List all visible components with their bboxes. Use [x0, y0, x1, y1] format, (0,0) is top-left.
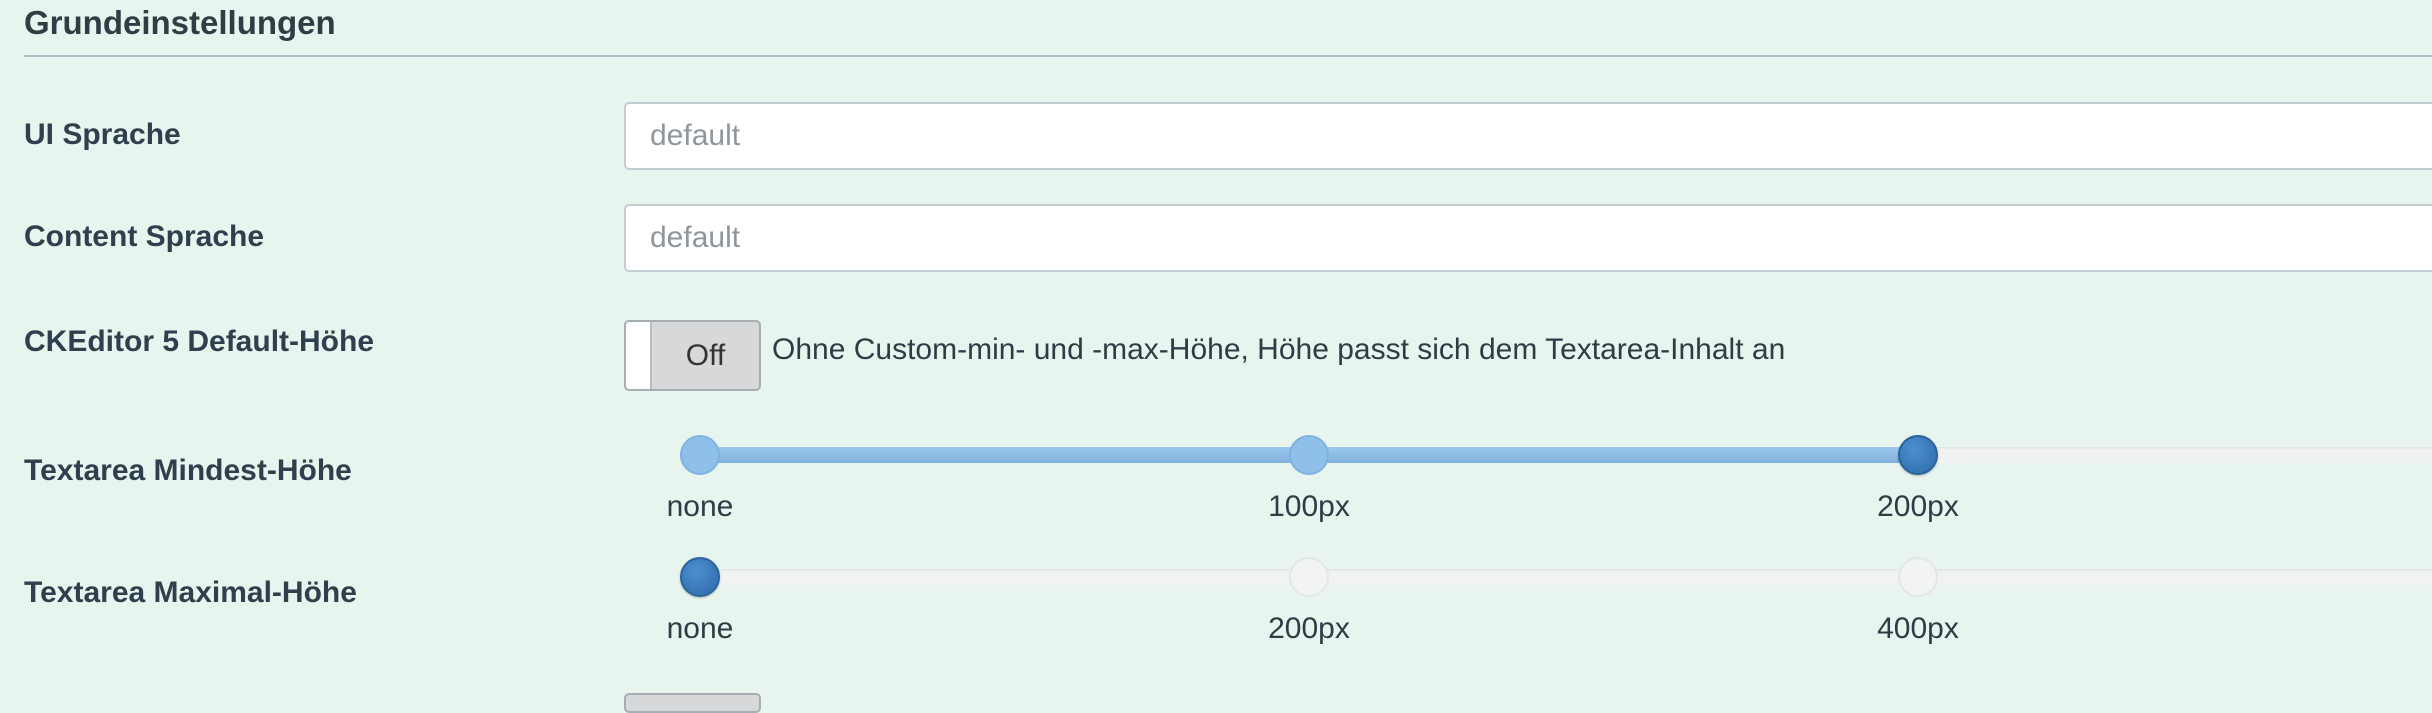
- max-height-slider-thumb[interactable]: [680, 557, 720, 597]
- min-height-tick-label: 100px: [1268, 490, 1350, 523]
- toggle-knob: [626, 322, 652, 389]
- min-height-step-none[interactable]: [680, 435, 720, 475]
- ui-language-input[interactable]: [624, 102, 2432, 170]
- min-height-label: Textarea Mindest-Höhe: [24, 454, 352, 487]
- max-height-step-400px[interactable]: [1898, 557, 1938, 597]
- default-height-toggle[interactable]: Off: [624, 320, 761, 391]
- ui-language-label: UI Sprache: [24, 118, 181, 151]
- max-height-step-200px[interactable]: [1289, 557, 1329, 597]
- content-language-label: Content Sprache: [24, 220, 265, 253]
- next-setting-toggle[interactable]: [624, 693, 761, 713]
- content-language-input[interactable]: [624, 204, 2432, 272]
- section-title: Grundeinstellungen: [24, 4, 336, 41]
- max-height-slider-track[interactable]: [680, 569, 2432, 585]
- default-height-description: Ohne Custom-min- und -max-Höhe, Höhe pas…: [772, 333, 1786, 366]
- min-height-slider-thumb[interactable]: [1898, 435, 1938, 475]
- toggle-state-label: Off: [685, 339, 726, 372]
- max-height-label: Textarea Maximal-Höhe: [24, 576, 357, 609]
- max-height-tick-label: 400px: [1877, 612, 1959, 645]
- max-height-tick-label: 200px: [1268, 612, 1350, 645]
- section-divider: [24, 55, 2432, 57]
- default-height-label: CKEditor 5 Default-Höhe: [24, 325, 375, 358]
- max-height-tick-label: none: [666, 612, 734, 645]
- min-height-step-100px[interactable]: [1289, 435, 1329, 475]
- min-height-tick-label: 200px: [1877, 490, 1959, 523]
- min-height-slider-track[interactable]: [680, 447, 2432, 463]
- min-height-tick-label: none: [666, 490, 734, 523]
